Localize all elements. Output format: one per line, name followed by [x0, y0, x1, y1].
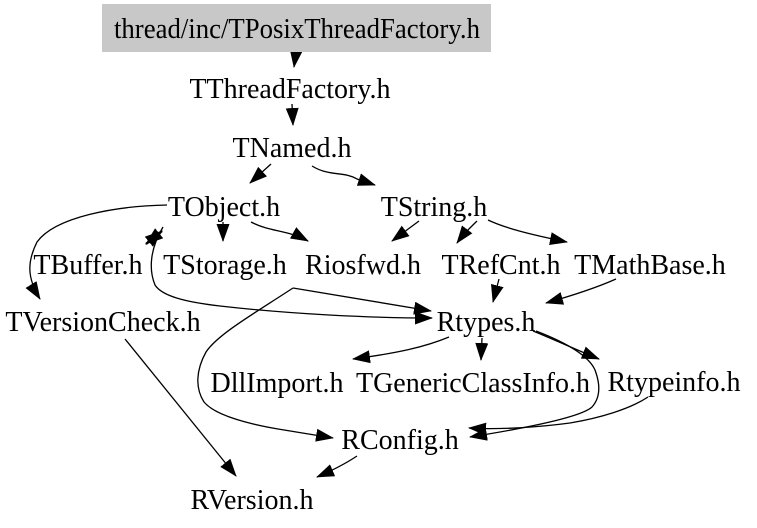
edge-TVersionCheck-RVersion — [124, 338, 237, 477]
edge-TNamed-TString — [311, 165, 376, 186]
edge-TRefCnt-Rtypes — [491, 278, 504, 303]
edge-TString-Riosfwd — [391, 220, 420, 242]
edge-Rtypes-Rtypeinfo — [532, 330, 600, 360]
node-TThreadFactory[interactable]: TThreadFactory.h — [189, 74, 390, 105]
node-TGenericClassInfo[interactable]: TGenericClassInfo.h — [356, 368, 590, 399]
edge-RConfig-RVersion — [316, 455, 358, 478]
edge-Rtypes-DllImport — [352, 336, 450, 364]
node-TNamed[interactable]: TNamed.h — [233, 133, 352, 164]
nodes: thread/inc/TPosixThreadFactory.h TThread… — [5, 4, 741, 516]
node-TObject[interactable]: TObject.h — [168, 192, 280, 223]
node-TString[interactable]: TString.h — [381, 192, 488, 223]
edge-TMathBase-Rtypes — [545, 278, 617, 305]
node-TMathBase[interactable]: TMathBase.h — [574, 250, 726, 281]
node-Riosfwd[interactable]: Riosfwd.h — [305, 250, 421, 281]
edge-TString-TRefCnt — [456, 220, 478, 244]
edge-Riosfwd-RConfig — [197, 287, 334, 442]
node-TPosixThreadFactory-box[interactable] — [102, 4, 491, 52]
node-TRefCnt[interactable]: TRefCnt.h — [442, 250, 561, 281]
node-TPosixThreadFactory[interactable]: thread/inc/TPosixThreadFactory.h — [114, 14, 480, 45]
edges — [25, 49, 649, 478]
node-TStorage[interactable]: TStorage.h — [163, 250, 287, 281]
edge-TObject-TVersionCheck — [25, 204, 168, 300]
edge-TStorage-Rtypes — [292, 287, 432, 315]
edge-TPosixThreadFactory-TThreadFactory — [289, 49, 303, 68]
edge-TObject-Riosfwd — [250, 221, 309, 242]
node-Rtypeinfo[interactable]: Rtypeinfo.h — [608, 367, 741, 398]
node-DllImport[interactable]: DllImport.h — [211, 368, 344, 399]
edge-TThreadFactory-TNamed — [285, 103, 299, 126]
edge-Rtypeinfo-RConfig — [468, 396, 649, 436]
node-TVersionCheck[interactable]: TVersionCheck.h — [5, 307, 200, 338]
edge-Rtypes-TGenericClassInfo — [475, 337, 489, 361]
node-Rtypes[interactable]: Rtypes.h — [437, 307, 536, 338]
node-RConfig[interactable]: RConfig.h — [341, 425, 458, 456]
node-TBuffer[interactable]: TBuffer.h — [33, 250, 142, 281]
edge-TBuffer-TObject-bidirectional — [144, 228, 164, 247]
edge-TObject-Rtypes — [150, 226, 433, 325]
edge-TNamed-TObject — [249, 163, 272, 184]
edge-TString-TMathBase — [487, 219, 568, 245]
node-RVersion[interactable]: RVersion.h — [191, 485, 314, 516]
edge-Rtypes-RConfig — [469, 330, 600, 441]
